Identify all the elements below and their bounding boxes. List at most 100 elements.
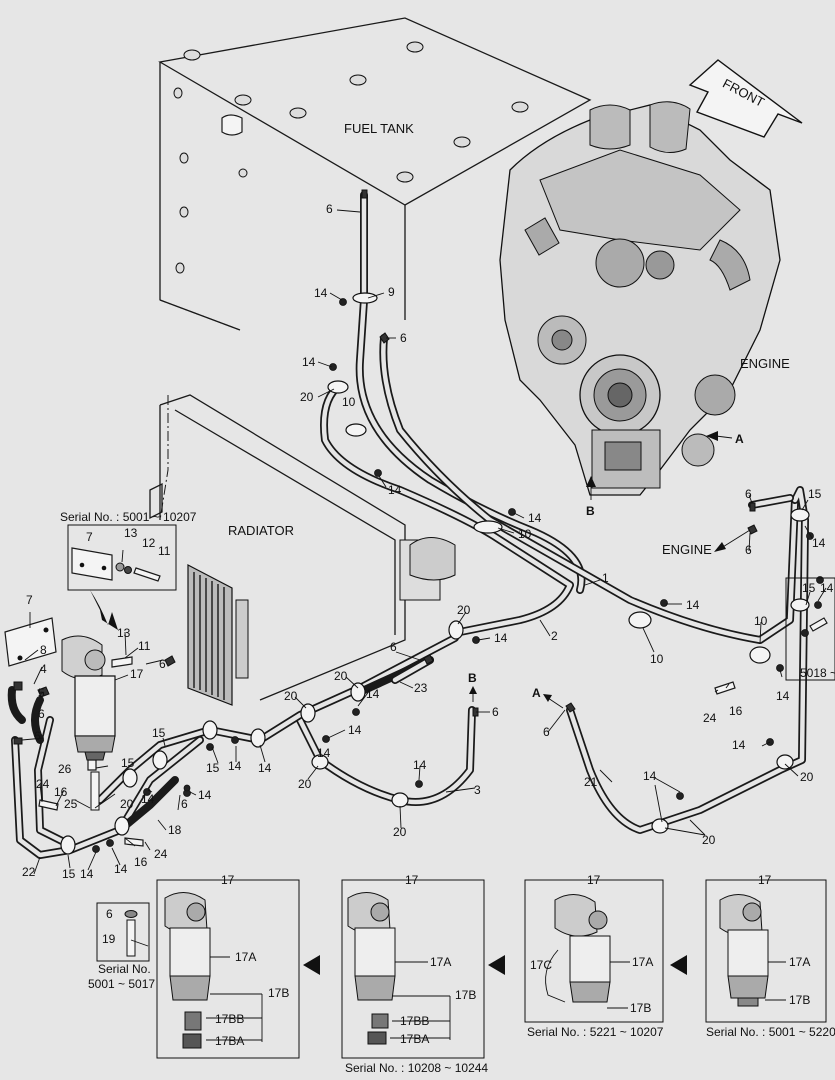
serial-right-partial: 5018 ~ — [800, 666, 835, 680]
callout: 14 — [228, 759, 242, 773]
callout: 14 — [366, 687, 380, 701]
callout: 14 — [302, 355, 316, 369]
callout: 7 — [26, 593, 33, 607]
callout: 14 — [732, 738, 746, 752]
callout: 2 — [551, 629, 558, 643]
callout: 19 — [102, 932, 116, 946]
callout: 6 — [745, 487, 752, 501]
callout: 12 — [142, 536, 156, 550]
callout: 10 — [650, 652, 664, 666]
callout: 6 — [745, 543, 752, 557]
callout: 10 — [518, 527, 532, 541]
callout: 16 — [134, 855, 148, 869]
box1-17a: 17A — [235, 950, 256, 964]
radiator-label: RADIATOR — [228, 523, 294, 538]
callout: 7 — [86, 530, 93, 544]
callout: 15 — [62, 867, 76, 881]
box4-17b: 17B — [789, 993, 810, 1007]
callout: 14 — [348, 723, 362, 737]
callout: 14 — [198, 788, 212, 802]
serial-box4: Serial No. : 5001 ~ 5220 — [706, 1025, 835, 1039]
callout: 3 — [474, 783, 481, 797]
callout: 15 — [121, 756, 135, 770]
serial-part19-l2: 5001 ~ 5017 — [88, 977, 155, 991]
callout: 6 — [181, 797, 188, 811]
part-19-inset — [96, 902, 150, 962]
bracket-detail-inset — [67, 524, 177, 630]
callout: 20 — [120, 797, 134, 811]
callout: 11 — [138, 639, 151, 653]
callout: 20 — [457, 603, 471, 617]
callout: 20 — [702, 833, 716, 847]
callout: 6 — [38, 707, 45, 721]
callout: 14 — [528, 511, 542, 525]
box3-title: 17 — [587, 873, 601, 887]
serial-box3: Serial No. : 5221 ~ 10207 — [527, 1025, 664, 1039]
callout: 15 — [808, 487, 822, 501]
callout: 13 — [117, 626, 131, 640]
box1-17b: 17B — [268, 986, 289, 1000]
fuel-tank-label: FUEL TANK — [344, 121, 414, 136]
box2-title: 17 — [405, 873, 419, 887]
callout-leaders — [21, 209, 827, 947]
callout: 21 — [584, 775, 598, 789]
callout: 14 — [812, 536, 826, 550]
front-arrow: FRONT — [688, 59, 803, 138]
box1-17ba: 17BA — [215, 1034, 244, 1048]
box2-17b: 17B — [455, 988, 476, 1002]
serial-box1: Serial No. : 10208 ~ 10244 — [345, 1061, 488, 1075]
callout: 6 — [159, 657, 166, 671]
callout: 20 — [393, 825, 407, 839]
callout: 6 — [326, 202, 333, 216]
fuel-filter-main — [4, 617, 133, 761]
callout: 14 — [776, 689, 790, 703]
callout: 1 — [602, 571, 609, 585]
callout: 15 — [152, 726, 166, 740]
callout: 13 — [124, 526, 138, 540]
box3-17b: 17B — [630, 1001, 651, 1015]
callout: 11 — [158, 544, 171, 558]
callout: 20 — [300, 390, 314, 404]
callout: 22 — [22, 865, 36, 879]
arrow-b-label: B — [586, 504, 595, 518]
callout: 8 — [40, 643, 47, 657]
callout: 14 — [413, 758, 427, 772]
engine-right-label: ENGINE — [662, 542, 712, 557]
callout: 16 — [54, 785, 68, 799]
callout: 24 — [703, 711, 717, 725]
callout: 6 — [34, 729, 41, 743]
callout: 6 — [106, 907, 113, 921]
box2-17a: 17A — [430, 955, 451, 969]
callout: 16 — [729, 704, 743, 718]
callout: 6 — [543, 725, 550, 739]
callout: 14 — [494, 631, 508, 645]
callout: 14 — [258, 761, 272, 775]
callout: 18 — [168, 823, 182, 837]
fuel-tank: FUEL TANK — [158, 17, 592, 331]
callout: 10 — [754, 614, 768, 628]
callout: 20 — [284, 689, 298, 703]
box3-17a: 17A — [632, 955, 653, 969]
filter-variant-boxes: 17 17A 17B 17BB 17BA 17 17A 17B 17BB 17B… — [156, 873, 835, 1075]
callout: 5 — [38, 686, 45, 700]
callout: 14 — [80, 867, 94, 881]
callout: 24 — [36, 777, 50, 791]
box1-title: 17 — [221, 873, 235, 887]
callout: 14 — [388, 483, 402, 497]
callout: 20 — [334, 669, 348, 683]
callout: 23 — [414, 681, 428, 695]
box4-17a: 17A — [789, 955, 810, 969]
callout: 14 — [314, 286, 328, 300]
arrow-a2-label: A — [532, 686, 541, 700]
box1-17bb: 17BB — [215, 1012, 244, 1026]
callout: 14 — [820, 581, 834, 595]
part-callouts: 6 14 9 6 14 20 10 14 14 10 1 14 10 2 20 … — [22, 202, 834, 946]
callout: 14 — [643, 769, 657, 783]
engine: ENGINE A B — [499, 101, 790, 518]
serial-top-left: Serial No. : 5001 ~ 10207 — [60, 510, 197, 524]
engine-label: ENGINE — [740, 356, 790, 371]
callout: 6 — [492, 705, 499, 719]
callout: 6 — [390, 640, 397, 654]
arrow-b2-label: B — [468, 671, 477, 685]
